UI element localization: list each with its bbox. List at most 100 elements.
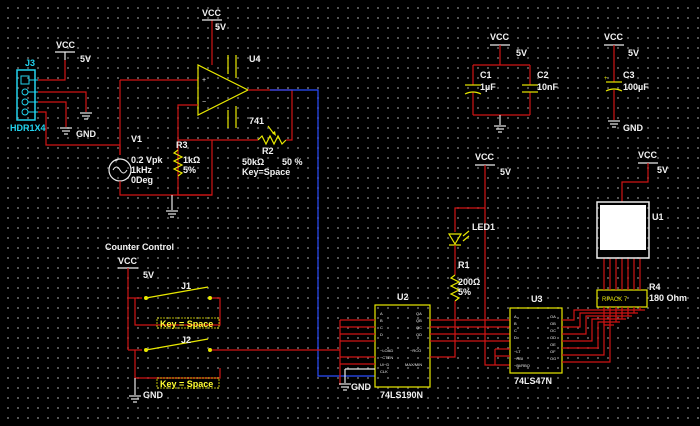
svg-text:+: + [114, 158, 118, 165]
c3-value: 100µF [623, 82, 649, 92]
r1-ref: R1 [458, 260, 470, 270]
svg-text:~RCO: ~RCO [410, 348, 421, 353]
r4-part: RPACK 7 [602, 297, 628, 303]
wire-u1-vcc[interactable] [621, 163, 649, 202]
r3-ref: R3 [176, 140, 188, 150]
connector-j3[interactable] [16, 69, 38, 121]
capacitor-c2[interactable] [522, 84, 538, 93]
v1-amplitude: 0.2 Vpk [131, 155, 164, 165]
vcc-label-counter: VCC [118, 256, 138, 266]
r4-ref: R4 [649, 282, 661, 292]
svg-text:B: B [514, 321, 517, 326]
u4-ref: U4 [249, 54, 261, 64]
wire-j3-vcc[interactable] [38, 60, 66, 81]
u1-segment-labels: A B C D E F G [601, 251, 627, 256]
gnd-label-counter: GND [143, 390, 164, 400]
ground-symbol-c [494, 125, 506, 133]
svg-text:~LOAD: ~LOAD [380, 348, 393, 353]
svg-text:OE: OE [550, 342, 556, 347]
capacitor-c1[interactable] [464, 84, 482, 95]
gnd-label-c3: GND [623, 123, 644, 133]
seven-segment-display-u1[interactable] [596, 201, 650, 259]
svg-text:OD: OD [550, 335, 556, 340]
led1[interactable] [447, 230, 470, 246]
voltage-source-v1[interactable]: + [108, 158, 132, 182]
wire-j2-loop[interactable] [134, 350, 221, 379]
wire-r1-u2[interactable] [440, 301, 456, 358]
supply-label-j3: 5V [80, 54, 91, 64]
svg-text:A: A [514, 314, 517, 319]
svg-text:QA: QA [416, 311, 422, 316]
svg-text:~BI/RBO: ~BI/RBO [514, 363, 530, 368]
resistor-r3[interactable] [172, 149, 184, 177]
r2-key: Key=Space [242, 167, 290, 177]
ground-symbol-c3 [608, 120, 620, 128]
vcc-label-u1: VCC [638, 150, 658, 160]
r2-value: 50kΩ [242, 157, 264, 167]
svg-text:D: D [514, 335, 517, 340]
ground-symbol-a [80, 112, 92, 120]
vcc-symbol-j3 [55, 51, 75, 60]
vcc-label-c3: VCC [604, 32, 624, 42]
gnd-label-u2: GND [351, 382, 372, 392]
svg-text:D: D [380, 332, 383, 337]
j3-part: HDR1X4 [10, 123, 46, 133]
svg-text:OG: OG [550, 356, 556, 361]
wire-j3-gnd1[interactable] [38, 91, 87, 112]
ic-u2[interactable] [374, 304, 431, 388]
c2-value: 10nF [537, 82, 559, 92]
c3-ref: C3 [623, 70, 635, 80]
resistor-r1[interactable] [449, 274, 461, 302]
vcc-label-c: VCC [490, 32, 510, 42]
switch-j1[interactable] [144, 286, 221, 315]
j2-ref: J2 [181, 335, 191, 345]
svg-text:C: C [380, 325, 383, 330]
svg-text:QB: QB [416, 318, 422, 323]
wire-u4-out[interactable] [248, 89, 293, 108]
wire-led-top[interactable] [454, 207, 485, 232]
v1-frequency: 1kHz [131, 165, 153, 175]
wire-u4-inv[interactable] [177, 104, 198, 140]
vcc-label-j3: VCC [56, 40, 76, 50]
svg-text:OF: OF [550, 349, 556, 354]
u2-part: 74LS190N [380, 390, 423, 400]
led1-ref: LED1 [472, 222, 495, 232]
capacitor-c3[interactable]: + [604, 76, 623, 92]
svg-text:MAX/MIN: MAX/MIN [405, 362, 422, 367]
potentiometer-r2[interactable] [257, 125, 287, 146]
switch-j2[interactable] [144, 338, 340, 352]
svg-text:+: + [604, 76, 608, 82]
r3-value: 1kΩ [183, 155, 200, 165]
r1-value: 200Ω [458, 277, 480, 287]
c1-value: 1µF [480, 82, 496, 92]
ground-symbol-u2 [339, 383, 351, 391]
supply-label-counter: 5V [143, 270, 154, 280]
vcc-label-u4: VCC [202, 8, 222, 18]
opamp-u4[interactable]: + − [197, 64, 250, 116]
gnd-label-j3: GND [76, 129, 97, 139]
ground-symbol-counter [129, 395, 141, 403]
r4-wires [603, 258, 641, 328]
j2-key: Key = Space [160, 379, 213, 389]
svg-text:A: A [380, 311, 383, 316]
wire-r2-out[interactable] [286, 108, 293, 141]
wire-led-vcc[interactable] [484, 165, 510, 366]
r2-setting: 50 % [282, 157, 303, 167]
u3-part: 74LS47N [514, 376, 552, 386]
svg-text:+: + [202, 77, 206, 84]
wire-j1-loop[interactable] [134, 298, 221, 326]
r3-tolerance: 5% [183, 165, 196, 175]
svg-text:−: − [202, 99, 206, 106]
svg-text:~RBI: ~RBI [514, 356, 523, 361]
supply-label-c3: 5V [628, 48, 639, 58]
svg-text:OB: OB [550, 321, 556, 326]
wire-clock-blue[interactable] [270, 89, 375, 377]
resistor-pack-r4[interactable]: RPACK 7 [596, 289, 648, 308]
v1-phase: 0Deg [131, 175, 153, 185]
svg-text:CLK: CLK [380, 369, 388, 374]
u2-ref: U2 [397, 292, 409, 302]
u4-model: 741 [249, 116, 264, 126]
wire-j3-gnd2[interactable] [38, 101, 67, 127]
